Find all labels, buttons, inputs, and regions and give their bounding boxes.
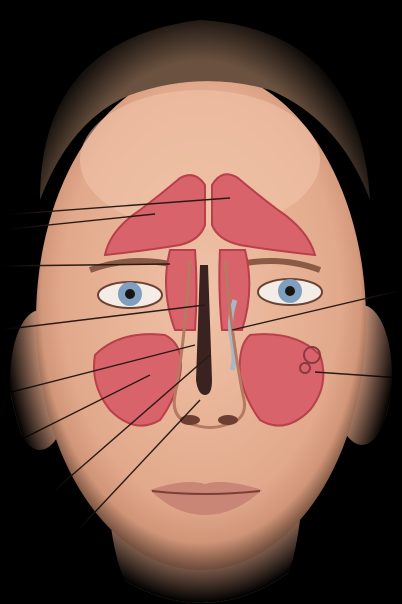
vignette [1, 1, 401, 603]
sinus-anatomy-illustration [0, 0, 402, 604]
